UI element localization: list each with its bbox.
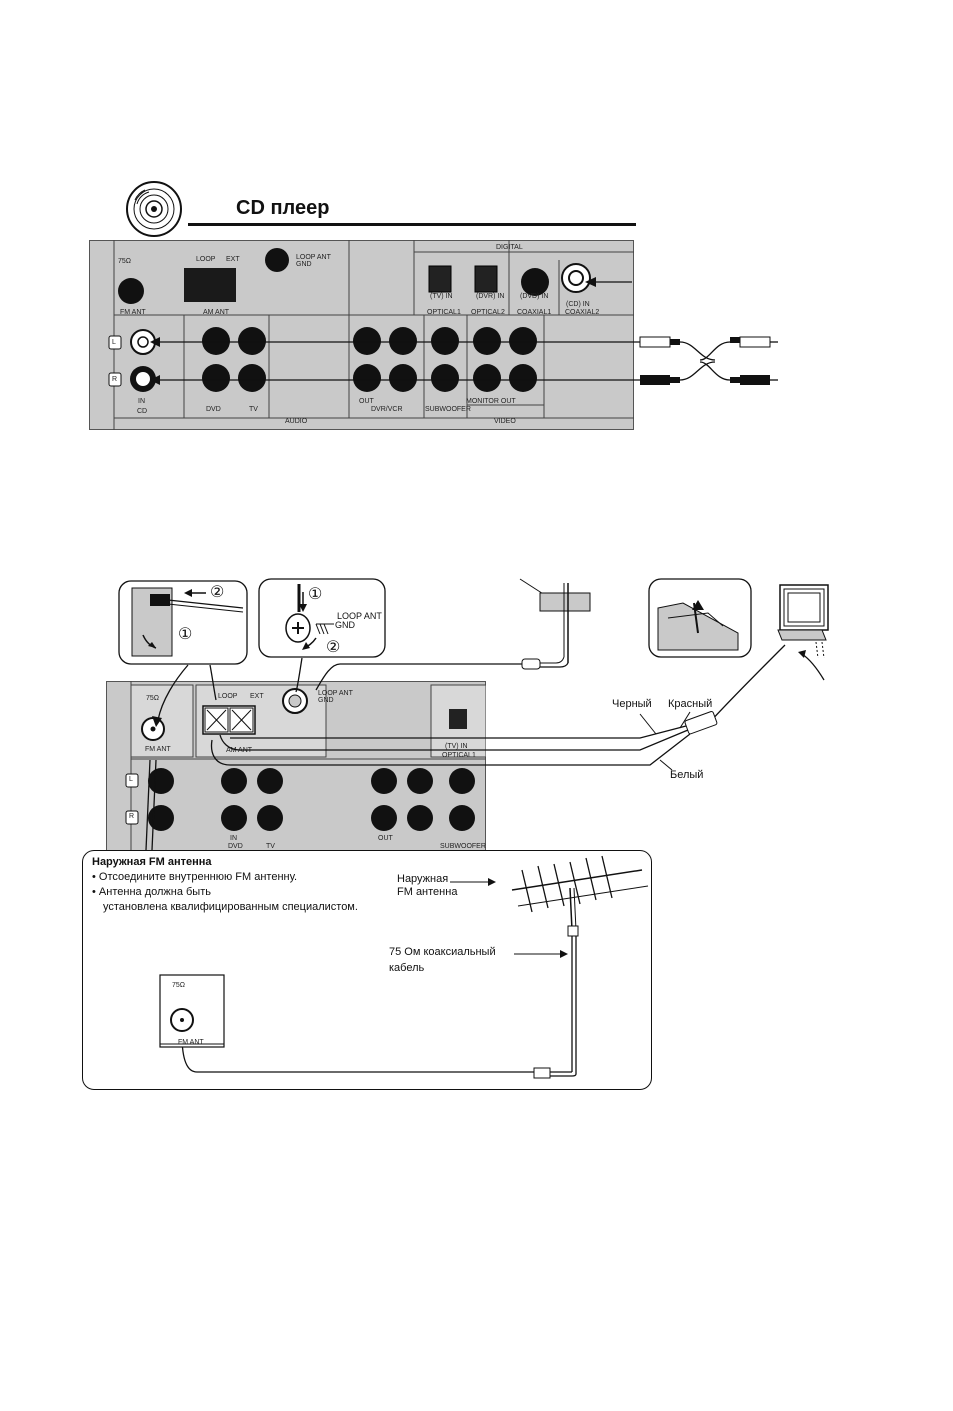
- cable-label-2: кабель: [389, 962, 425, 974]
- outdoor-fm-box: [82, 850, 652, 1090]
- arrow-head-icon: [585, 277, 596, 287]
- cd-panel-dvr-vcr: DVR/VCR: [371, 406, 403, 413]
- cd-panel-digital: DIGITAL: [496, 244, 523, 251]
- outdoor-bullet-2-cont: установлена квалифицированным специалист…: [103, 901, 358, 913]
- callout-loop-antenna: [648, 578, 752, 658]
- cd-panel-coaxial1: COAXIAL1: [517, 309, 552, 316]
- ant-panel-am-ant: AM ANT: [226, 747, 253, 754]
- cd-panel-ext: EXT: [226, 256, 240, 263]
- cd-panel-cd-in-coax: (CD) IN: [566, 301, 590, 308]
- rear-panel-antenna-drawing: [125, 681, 486, 853]
- callout2-step2: ②: [326, 639, 341, 656]
- cd-section-title: CD плеер: [236, 197, 330, 219]
- callout-wire-insert: [118, 580, 248, 665]
- cd-panel-dvd: DVD: [206, 406, 221, 413]
- cd-panel-dvr-in: (DVR) IN: [476, 293, 505, 300]
- mini-panel-fm-ant: FM ANT: [178, 1039, 204, 1046]
- wire-label-black: Черный: [612, 698, 652, 710]
- ant-panel-subwoofer: SUBWOOFER: [440, 843, 486, 850]
- ant-panel-r: R: [129, 813, 135, 820]
- cd-panel-dvd-in: (DVD) IN: [520, 293, 549, 300]
- cd-panel-audio: AUDIO: [285, 418, 308, 425]
- cd-panel-tv-in: (TV) IN: [430, 293, 453, 300]
- cd-panel-optical2: OPTICAL2: [471, 309, 505, 316]
- cd-panel-am-ant: AM ANT: [203, 309, 230, 316]
- cd-disc-icon: [126, 181, 182, 237]
- ant-panel-optical1: OPTICAL1: [442, 752, 476, 759]
- cd-panel-loop: LOOP: [196, 256, 216, 263]
- outdoor-box-title: Наружная FM антенна: [92, 856, 212, 868]
- cd-panel-loop-ant-gnd: LOOP ANT GND: [296, 254, 331, 268]
- wire-label-red: Красный: [668, 698, 713, 710]
- cd-panel-cd: CD: [137, 408, 148, 415]
- callout1-step1: ①: [178, 626, 193, 643]
- ant-panel-loop: LOOP: [218, 693, 238, 700]
- yagi-antenna-drawing: [159, 855, 649, 1079]
- outdoor-bullet-1: • Отсоедините внутреннюю FM антенну.: [92, 871, 298, 883]
- cd-panel-tv: TV: [249, 406, 258, 413]
- mini-panel-ohm: 75Ω: [172, 982, 186, 989]
- cd-panel-fm-ant: FM ANT: [120, 309, 146, 316]
- cd-panel-r: R: [112, 376, 118, 383]
- wire-label-white: Белый: [670, 769, 704, 781]
- ant-panel-l: L: [129, 776, 133, 783]
- callout2-step1: ①: [308, 586, 323, 603]
- cd-panel-in: IN: [138, 398, 145, 405]
- callout2-gnd: GND: [335, 620, 355, 630]
- cd-panel-l: L: [112, 339, 116, 346]
- ant-panel-loop-ant-gnd: LOOP ANT GND: [318, 690, 353, 704]
- rear-panel-cd-drawing: [108, 240, 634, 430]
- cd-panel-ohm: 75Ω: [118, 258, 132, 265]
- cd-panel-video: VIDEO: [494, 418, 516, 425]
- ant-panel-dvd: DVD: [228, 843, 243, 850]
- cable-label-1: 75 Ом коаксиальный: [389, 946, 496, 958]
- outdoor-antenna-label-2: FM антенна: [397, 886, 458, 898]
- cd-panel-subwoofer: SUBWOOFER: [425, 406, 471, 413]
- fm-wire-antenna: [519, 578, 591, 670]
- ant-panel-fm-ant: FM ANT: [145, 746, 171, 753]
- ant-panel-tv-in: (TV) IN: [445, 743, 468, 750]
- cd-rca-cables: [150, 277, 778, 385]
- ant-panel-in: IN: [230, 835, 237, 842]
- cd-panel-out: OUT: [359, 398, 374, 405]
- ant-panel-out: OUT: [378, 835, 393, 842]
- ant-panel-tv: TV: [266, 843, 275, 850]
- am-loop-antenna: [777, 584, 829, 681]
- callout2-loop-ant: LOOP ANT: [337, 611, 382, 621]
- callout-gnd-screw: [258, 578, 386, 658]
- ant-panel-ohm: 75Ω: [146, 695, 160, 702]
- outdoor-bullet-2: • Антенна должна быть: [92, 886, 211, 898]
- cd-panel-coaxial2: COAXIAL2: [565, 309, 600, 316]
- ant-panel-ext: EXT: [250, 693, 264, 700]
- cd-panel-monitor-out: MONITOR OUT: [466, 398, 516, 405]
- callout1-step2: ②: [210, 584, 225, 601]
- cd-panel-optical1: OPTICAL1: [427, 309, 461, 316]
- outdoor-antenna-label-1: Наружная: [397, 873, 449, 885]
- title-underline: [188, 223, 636, 226]
